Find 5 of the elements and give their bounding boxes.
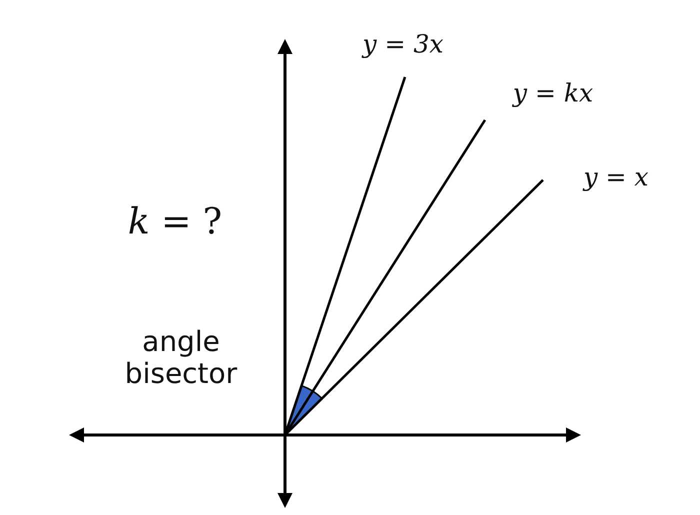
equation-label: y = x	[583, 164, 649, 192]
equation-label: k = ?	[128, 201, 222, 243]
equation-label: y = 3x	[362, 30, 444, 60]
annotation-text: angle bisector	[124, 326, 238, 390]
equation-label: y = kx	[512, 80, 594, 108]
